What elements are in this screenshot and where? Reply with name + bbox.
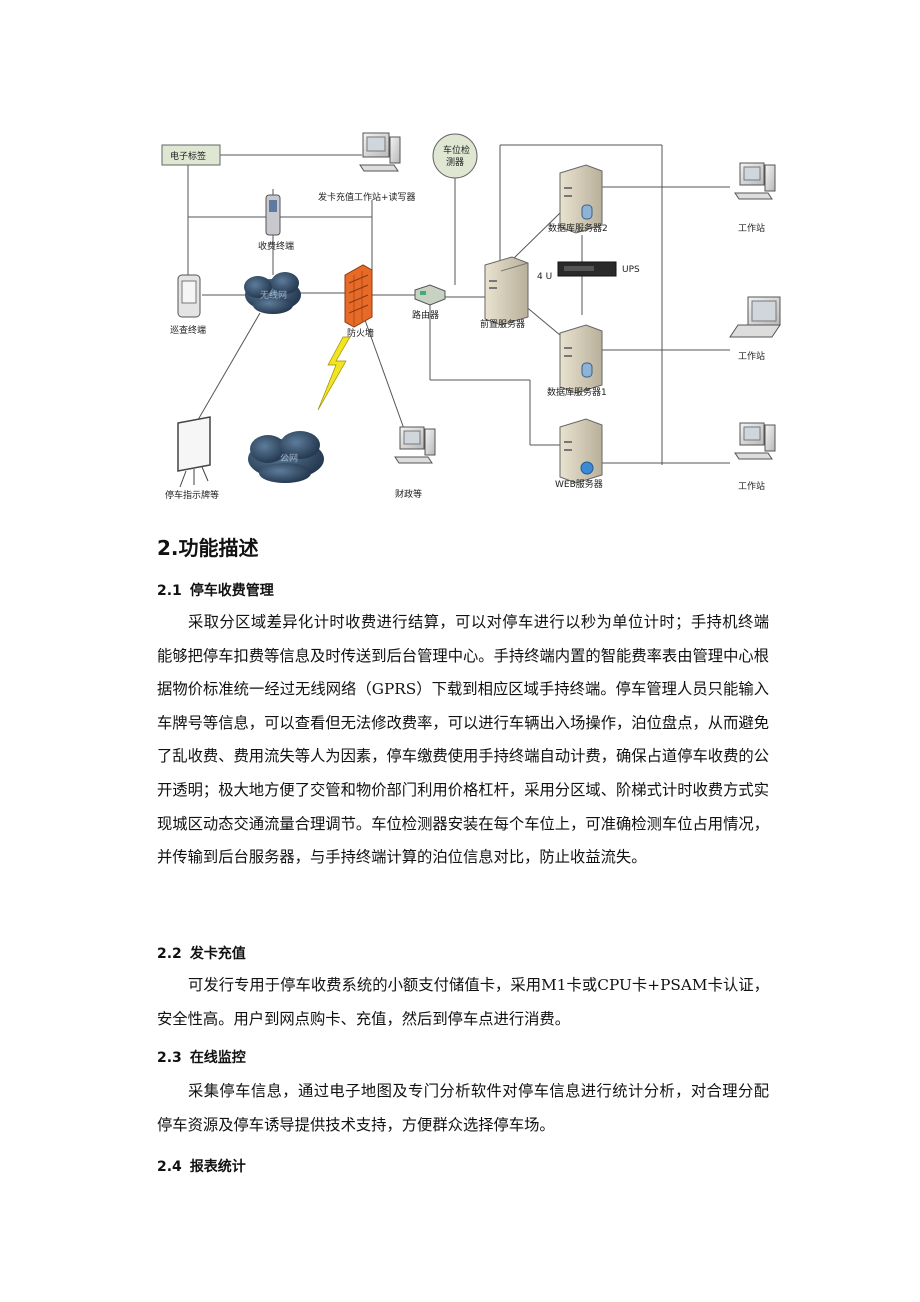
card-station-label: 发卡充值工作站+读写器 [318,191,416,203]
public-net-label: 公网 [280,453,298,464]
u4-label: 4 U [537,272,552,282]
heading-2-4-title: 报表统计 [189,1159,246,1175]
finance-pc-icon [394,426,436,464]
charge-terminal-label: 收费终端 [258,240,294,252]
heading-2-3-number: 2.3 [157,1050,182,1066]
heading-2-4-number: 2.4 [157,1159,182,1175]
ups-icon [557,261,617,277]
wireless-cloud-icon: 无线网 [244,272,301,314]
heading-2-3: 2.3 在线监控 [157,1047,246,1067]
finance-label: 财政等 [395,488,422,500]
web-server-icon [559,418,603,484]
paragraph-2-1: 采取分区域差异化计时收费进行结算，可以对停车进行以秒为单位计时；手持机终端能够把… [157,613,769,867]
heading-2-2: 2.2 发卡充值 [157,943,246,963]
patrol-terminal-label: 巡查终端 [170,324,206,336]
heading-2-1-number: 2.1 [157,583,182,599]
front-server-icon [484,256,529,326]
workstation-1-pc-icon [734,162,776,200]
heading-2-3-title: 在线监控 [189,1050,246,1066]
web-server-label: WEB服务器 [555,478,603,490]
wireless-cloud-label: 无线网 [260,289,287,301]
workstation-2-laptop-icon [729,296,781,338]
workstation-2-label: 工作站 [738,350,765,362]
heading-2-2-number: 2.2 [157,946,182,962]
db-server-1-label: 数据库服务器1 [547,386,607,398]
detector-label-line1: 车位检 [443,144,470,156]
card-station-pc-icon [359,132,401,172]
network-topology-diagram: 电子标签 发卡充值工作站+读写器 车位检 测器 收费终端 巡查终端 无线网 [161,132,781,501]
paragraph-2-3: 采集停车信息，通过电子地图及专门分析软件对停车信息进行统计分析，对合理分配停车资… [157,1082,769,1134]
db-server-1-icon [559,324,603,394]
e-tag-box: 电子标签 [161,144,221,166]
router-label: 路由器 [412,309,439,321]
parking-sign-icon [177,416,211,488]
e-tag-label: 电子标签 [170,150,206,162]
heading-2-4: 2.4 报表统计 [157,1156,246,1176]
patrol-terminal-icon [177,274,201,318]
firewall-label: 防火墙 [347,327,374,339]
router-icon [414,284,446,306]
heading-2-1: 2.1 停车收费管理 [157,580,274,600]
firewall-icon [344,264,373,328]
db-server-2-label: 数据库服务器2 [548,222,608,234]
heading-2-1-title: 停车收费管理 [189,583,274,599]
workstation-3-pc-icon [734,422,776,460]
paragraph-2-2: 可发行专用于停车收费系统的小额支付储值卡，采用M1卡或CPU卡+PSAM卡认证，… [157,976,769,1028]
parking-sign-label: 停车指示牌等 [165,489,219,501]
lightning-icon [317,336,351,411]
front-server-label: 前置服务器 [480,318,525,330]
workstation-3-label: 工作站 [738,480,765,492]
ups-label: UPS [622,265,640,275]
detector-label-line2: 测器 [446,157,464,168]
public-net-cloud-icon: 公网 [248,431,324,483]
heading-2-2-title: 发卡充值 [189,946,246,962]
db-server-2-icon [559,164,603,234]
detector-icon: 车位检 测器 [432,133,478,179]
charge-terminal-icon [265,189,281,236]
workstation-1-label: 工作站 [738,222,765,234]
section-title: 2.功能描述 [157,536,259,560]
